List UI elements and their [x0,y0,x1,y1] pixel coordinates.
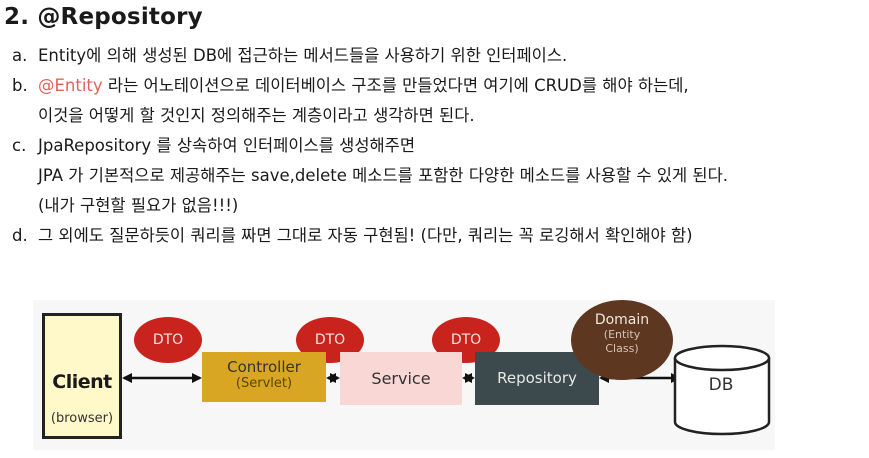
client-box: Client (browser) [42,313,122,439]
list-item-a: a. Entity에 의해 생성된 DB에 접근하는 메서드들을 사용하기 위한… [12,41,728,71]
list-marker: b. [12,76,28,95]
dto-badge-1: DTO [134,317,202,363]
entity-highlight: @Entity [38,76,103,95]
service-box: Service [340,352,462,405]
architecture-diagram: Client (browser) DTO DTO DTO Controller … [33,300,775,450]
database-cylinder-icon [673,344,771,436]
list-item-c-continuation-2: (내가 구현할 필요가 없음!!!) [38,196,239,215]
client-label: Client [52,371,112,393]
list-item-text: JpaRepository 를 상속하여 인터페이스를 생성해주면 [38,136,416,155]
list-marker: c. [12,136,27,155]
domain-label: Domain [594,312,650,328]
list-item-b-continuation: 이것을 어떻게 할 것인지 정의해주는 계층이라고 생각하면 된다. [38,106,475,125]
list-item-text: 그 외에도 질문하듯이 쿼리를 짜면 그대로 자동 구현됨! (다만, 쿼리는 … [38,226,693,245]
domain-sublabel-1: (Entity [603,328,641,341]
client-sublabel: (browser) [50,411,114,426]
list-marker: a. [12,46,28,65]
list-item-d: d. 그 외에도 질문하듯이 쿼리를 짜면 그대로 자동 구현됨! (다만, 쿼… [12,221,728,251]
list-item-b: b. @Entity 라는 어노테이션으로 데이터베이스 구조를 만들었다면 여… [12,71,728,101]
db-label: DB [708,375,734,395]
description-list: a. Entity에 의해 생성된 DB에 접근하는 메서드들을 사용하기 위한… [12,41,728,251]
controller-sublabel: (Servlet) [235,376,293,391]
controller-label: Controller [227,358,301,376]
domain-sublabel-2: Class) [605,342,639,355]
controller-box: Controller (Servlet) [202,352,326,402]
section-heading: 2. @Repository [4,4,203,30]
list-item-text: 라는 어노테이션으로 데이터베이스 구조를 만들었다면 여기에 CRUD를 해야… [102,76,689,95]
list-marker: d. [12,226,28,245]
list-item-c: c. JpaRepository 를 상속하여 인터페이스를 생성해주면 [12,131,728,161]
list-item-c-continuation-1: JPA 가 기본적으로 제공해주는 save,delete 메소드를 포함한 다… [38,166,729,185]
domain-badge: Domain (Entity Class) [571,300,673,380]
list-item-text: Entity에 의해 생성된 DB에 접근하는 메서드들을 사용하기 위한 인터… [38,46,568,65]
